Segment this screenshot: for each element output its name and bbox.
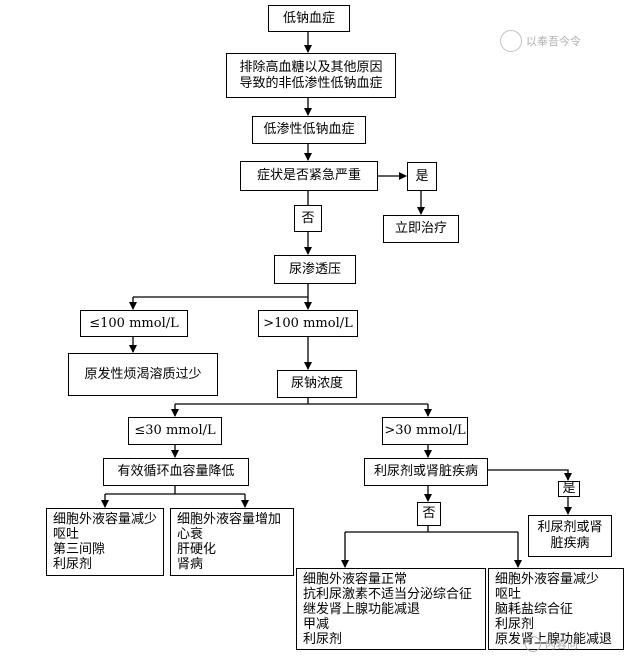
list-item: 原发肾上腺功能减退 [495, 632, 613, 647]
node-urine-sodium-label: 尿钠浓度 [290, 376, 343, 391]
node-le100-label: ≤100 mmol/L [89, 315, 179, 331]
node-ecf-decreased-2: 细胞外液容量减少 呕吐 脑耗盐综合征 利尿剂 原发肾上腺功能减退 [488, 568, 624, 650]
watermark-bottom-text: 内容问 [545, 638, 578, 651]
node-hyponatremia: 低钠血症 [268, 5, 350, 32]
node-effective-volume-decreased: 有效循环血容量降低 [103, 458, 249, 486]
list-item: 甲减 [303, 617, 330, 632]
list-item: 第三间隙 [53, 542, 106, 557]
node-diuretic-or-kidney: 利尿剂或肾脏疾病 [364, 458, 488, 486]
node-ecf-normal: 细胞外液容量正常 抗利尿激素不适当分泌综合征 继发肾上腺功能减退 甲减 利尿剂 [296, 568, 486, 650]
list-item: 利尿剂 [495, 617, 535, 632]
node-diuretic-label: 利尿剂或肾脏疾病 [373, 464, 478, 479]
node-hypotonic-hyponatremia: 低渗性低钠血症 [252, 116, 366, 144]
node-symptoms-label: 症状是否紧急严重 [256, 168, 361, 183]
list-item: 细胞外液容量增加 [177, 512, 282, 527]
list-item: 心衰 [177, 527, 204, 542]
list-item: 细胞外液容量减少 [495, 572, 600, 587]
arrow-diuretic-yes2 [488, 469, 572, 481]
node-ecf-decreased-1: 细胞外液容量减少 呕吐 第三间隙 利尿剂 [46, 508, 164, 576]
list-item: 利尿剂 [53, 557, 93, 572]
node-polydipsia-label: 原发性烦渴溶质过少 [84, 366, 202, 382]
list-item: 脑耗盐综合征 [495, 602, 574, 617]
node-gt30: >30 mmol/L [382, 417, 468, 445]
node-gt30-label: >30 mmol/L [384, 423, 466, 438]
wechat-icon [525, 636, 541, 652]
node-exclude-non-hypotonic: 排除高血糖以及其他原因 导致的非低渗性低钠血症 [226, 53, 396, 98]
node-yes-1: 是 [407, 162, 437, 191]
node-no-2: 否 [417, 502, 441, 526]
node-le30-label: ≤30 mmol/L [134, 423, 216, 438]
node-no-1: 否 [294, 205, 322, 232]
node-immediate-treatment: 立即治疗 [383, 215, 459, 243]
node-yes-2-label: 是 [562, 481, 576, 496]
node-symptoms-urgent: 症状是否紧急严重 [240, 161, 378, 191]
node-diuretic-kidney-result: 利尿剂或肾 脏疾病 [528, 515, 612, 557]
list-item: 细胞外液容量正常 [303, 572, 408, 587]
watermark-top: 以奉吾今令 [500, 30, 581, 52]
node-diuretic-kidney-line-1: 利尿剂或肾 [537, 520, 603, 535]
node-yes-1-label: 是 [415, 168, 429, 184]
list-item: 肾病 [177, 557, 204, 572]
list-item: 肝硬化 [177, 542, 217, 557]
list-item: 利尿剂 [303, 632, 343, 647]
node-hyponatremia-label: 低钠血症 [282, 10, 335, 26]
node-urine-sodium: 尿钠浓度 [277, 370, 357, 398]
node-urine-osmolality-label: 尿渗透压 [288, 261, 341, 277]
node-diuretic-kidney-line-2: 脏疾病 [550, 536, 590, 551]
node-exclude-line-2: 导致的非低渗性低钠血症 [239, 75, 383, 91]
node-gt100-label: >100 mmol/L [263, 315, 353, 331]
node-yes-2: 是 [558, 481, 580, 497]
node-gt100: >100 mmol/L [258, 310, 358, 337]
list-item: 细胞外液容量减少 [53, 512, 158, 527]
watermark-top-text: 以奉吾今令 [526, 35, 581, 48]
node-primary-polydipsia: 原发性烦渴溶质过少 [68, 353, 218, 396]
node-hypotonic-label: 低渗性低钠血症 [263, 122, 355, 137]
list-item: 继发肾上腺功能减退 [303, 602, 421, 617]
list-item: 呕吐 [53, 527, 80, 542]
seal-icon [500, 30, 522, 52]
node-treatment-label: 立即治疗 [394, 221, 447, 236]
list-item: 呕吐 [495, 587, 522, 602]
node-no-2-label: 否 [422, 506, 436, 521]
node-ecf-increased: 细胞外液容量增加 心衰 肝硬化 肾病 [170, 508, 294, 576]
node-ecv-label: 有效循环血容量降低 [117, 464, 235, 479]
node-le100: ≤100 mmol/L [80, 310, 188, 337]
node-urine-osmolality: 尿渗透压 [274, 255, 356, 284]
node-le30: ≤30 mmol/L [128, 417, 222, 445]
list-item: 抗利尿激素不适当分泌综合征 [303, 587, 473, 602]
node-exclude-line-1: 排除高血糖以及其他原因 [239, 59, 383, 75]
node-no-1-label: 否 [301, 210, 315, 226]
watermark-bottom: 内容问 [525, 636, 578, 652]
